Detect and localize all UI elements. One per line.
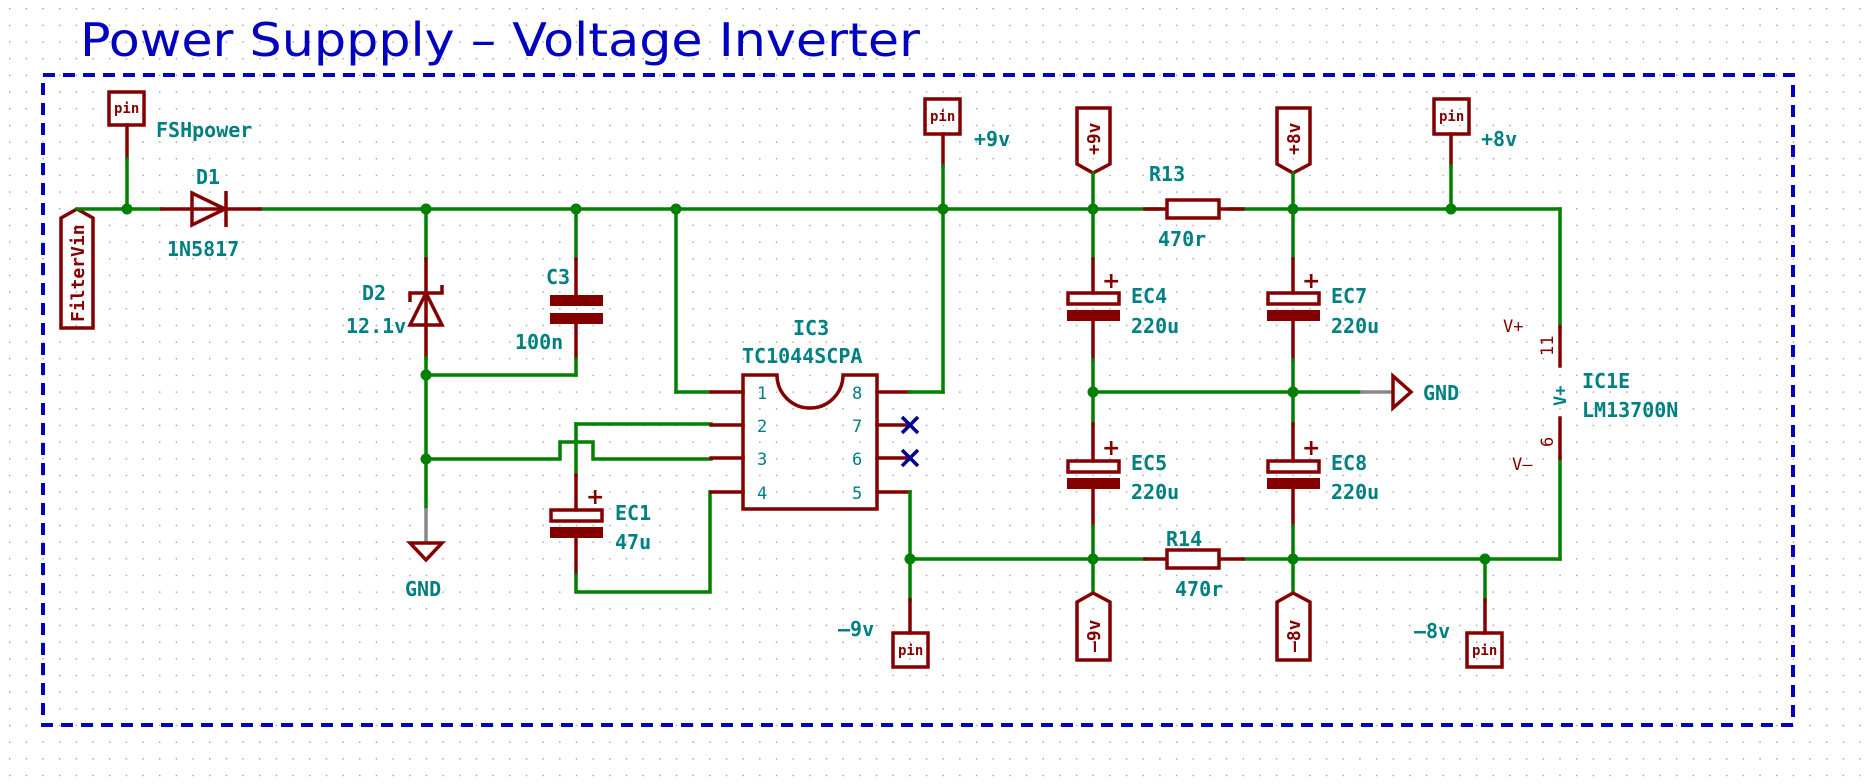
ic3-chip[interactable]: 1 2 3 4 8 7 6 5 — [709, 373, 912, 511]
d1-diode[interactable] — [160, 190, 262, 228]
ec1-value: 47u — [615, 530, 651, 554]
d1-ref: D1 — [196, 165, 220, 189]
ic3-value: TC1044SCPA — [742, 344, 862, 368]
no-connect-pin7-icon — [900, 415, 920, 435]
r14-resistor[interactable] — [1143, 548, 1245, 570]
fshpower-pin-connector[interactable]: pin — [107, 90, 146, 161]
c3-value: 100n — [515, 330, 563, 354]
ic3-pin-5: 5 — [852, 484, 862, 504]
ec8-ref: EC8 — [1331, 451, 1367, 475]
minus8v-power-flag[interactable]: –8v — [1275, 591, 1312, 662]
ic1e-body-label: V+ — [1551, 386, 1571, 406]
minus8v-pin-text: pin — [1472, 643, 1497, 659]
ic3-pin-8: 8 — [852, 384, 862, 404]
sheet-title: Power Suppply – Voltage Inverter — [80, 13, 920, 67]
minus9v-pin-connector[interactable]: pin — [891, 598, 930, 669]
ec1-capacitor[interactable]: + — [549, 473, 604, 577]
c3-capacitor[interactable] — [550, 257, 603, 361]
ec7-value: 220u — [1331, 314, 1379, 338]
gnd-left-label: GND — [405, 577, 441, 601]
d1-value: 1N5817 — [167, 237, 239, 261]
d2-ref: D2 — [362, 281, 386, 305]
plus9v-pin-text: pin — [930, 109, 955, 125]
minus9v-pin-text: pin — [898, 643, 923, 659]
c3-ref: C3 — [546, 265, 570, 289]
plus9v-flag-text: +9v — [1084, 122, 1105, 155]
no-connect-pin6-icon — [900, 448, 920, 468]
minus8v-pin-label: –8v — [1414, 619, 1450, 643]
ic3-pin-3: 3 — [757, 450, 767, 470]
gnd-symbol-mid — [1360, 372, 1414, 412]
ic3-pin-7: 7 — [852, 417, 862, 437]
fshpower-label: FSHpower — [156, 118, 252, 142]
ec4-value: 220u — [1131, 314, 1179, 338]
ic3-pin-1: 1 — [757, 384, 767, 404]
ic1e-pin-vminus: V– — [1512, 455, 1533, 475]
ic1e-pin-11: 11 — [1538, 336, 1558, 356]
filtervin-text: FilterVin — [68, 224, 89, 322]
minus8v-pin-connector[interactable]: pin — [1465, 598, 1504, 669]
plus9v-power-flag[interactable]: +9v — [1075, 106, 1112, 175]
ec8-polarity: + — [1302, 436, 1320, 461]
ec5-polarity: + — [1102, 436, 1120, 461]
minus8v-flag-text: –8v — [1284, 619, 1305, 652]
ic1e-pin-6: 6 — [1538, 437, 1558, 447]
junction-dots — [121, 203, 1491, 565]
r14-ref: R14 — [1166, 527, 1202, 551]
plus8v-pin-connector[interactable]: pin — [1432, 97, 1471, 168]
d2-zener[interactable] — [407, 257, 445, 360]
ic3-ref: IC3 — [793, 316, 829, 340]
r13-ref: R13 — [1149, 162, 1185, 186]
ec8-value: 220u — [1331, 480, 1379, 504]
r14-value: 470r — [1175, 577, 1223, 601]
ic3-pin-4: 4 — [757, 484, 767, 504]
filtervin-label[interactable]: FilterVin — [59, 206, 95, 330]
ic3-pin-6: 6 — [852, 450, 862, 470]
plus8v-pin-text: pin — [1439, 109, 1464, 125]
ec4-capacitor[interactable]: + — [1066, 257, 1121, 362]
ec5-value: 220u — [1131, 480, 1179, 504]
minus9v-flag-text: –9v — [1084, 619, 1105, 652]
ic1e-ref: IC1E — [1582, 369, 1630, 393]
gnd-symbol-left — [405, 508, 447, 563]
gnd-mid-label: GND — [1423, 381, 1459, 405]
r13-value: 470r — [1158, 227, 1206, 251]
plus9v-pin-connector[interactable]: pin — [923, 97, 962, 168]
ec5-ref: EC5 — [1131, 451, 1167, 475]
ec5-capacitor[interactable]: + — [1066, 422, 1121, 528]
ec7-ref: EC7 — [1331, 284, 1367, 308]
ec8-capacitor[interactable]: + — [1266, 422, 1321, 528]
ec7-capacitor[interactable]: + — [1266, 257, 1321, 362]
plus9v-pin-label: +9v — [974, 127, 1010, 151]
ic1e-pin-vplus: V+ — [1503, 317, 1523, 337]
ec4-ref: EC4 — [1131, 284, 1167, 308]
plus8v-flag-text: +8v — [1284, 122, 1305, 155]
plus8v-pin-label: +8v — [1481, 127, 1517, 151]
ec1-ref: EC1 — [615, 501, 651, 525]
fshpower-pin-text: pin — [114, 101, 139, 117]
ec7-polarity: + — [1302, 269, 1320, 294]
minus9v-pin-label: –9v — [838, 617, 874, 641]
d2-value: 12.1v — [346, 314, 406, 338]
ic1e-power-unit[interactable]: 11 6 V+ V– V+ — [1503, 317, 1571, 475]
ec4-polarity: + — [1102, 269, 1120, 294]
r13-resistor[interactable] — [1143, 198, 1245, 220]
plus8v-power-flag[interactable]: +8v — [1275, 106, 1312, 175]
ec1-polarity: + — [586, 485, 604, 510]
minus9v-power-flag[interactable]: –9v — [1075, 591, 1112, 662]
ic3-pin-2: 2 — [757, 417, 767, 437]
ic1e-value: LM13700N — [1582, 398, 1678, 422]
